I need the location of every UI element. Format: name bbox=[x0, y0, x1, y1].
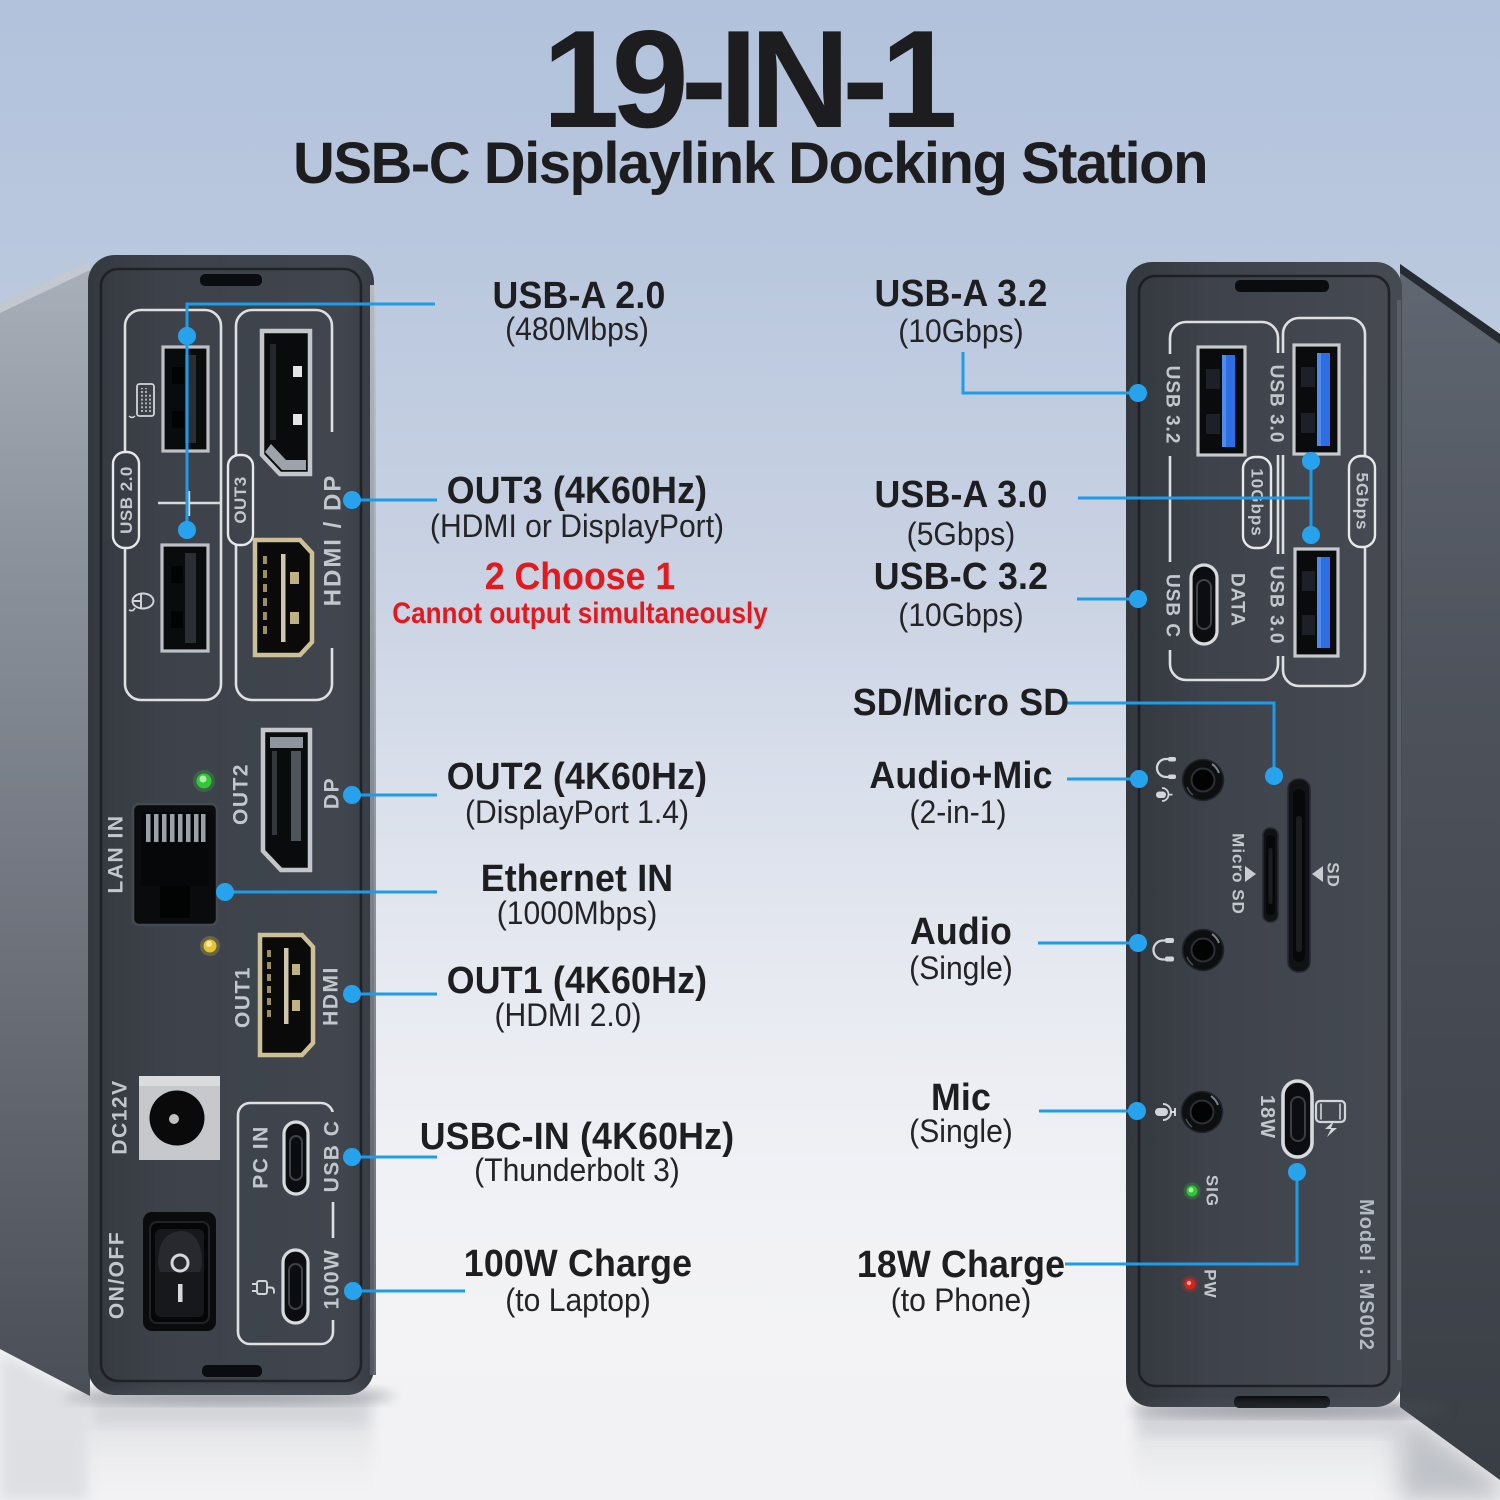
svg-text:LAN IN: LAN IN bbox=[105, 815, 128, 894]
svg-text:Micro SD: Micro SD bbox=[1229, 833, 1248, 915]
svg-text:OUT1: OUT1 bbox=[232, 966, 255, 1028]
svg-text:OUT2: OUT2 bbox=[230, 763, 253, 825]
svg-text:100W: 100W bbox=[321, 1249, 344, 1310]
svg-text:5Gbps: 5Gbps bbox=[1353, 473, 1372, 531]
svg-text:HDMI: HDMI bbox=[320, 966, 343, 1026]
svg-text:DATA: DATA bbox=[1227, 573, 1248, 627]
svg-text:USB 2.0: USB 2.0 bbox=[117, 466, 136, 534]
svg-text:HDMI / DP: HDMI / DP bbox=[320, 474, 347, 607]
svg-text:DP: DP bbox=[321, 777, 344, 809]
svg-text:ON/OFF: ON/OFF bbox=[106, 1231, 129, 1319]
svg-text:PW: PW bbox=[1201, 1269, 1220, 1298]
svg-text:USB 3.0: USB 3.0 bbox=[1266, 566, 1287, 645]
svg-text:18W: 18W bbox=[1256, 1095, 1278, 1139]
svg-text:USB 3.0: USB 3.0 bbox=[1266, 365, 1287, 444]
svg-text:SIG: SIG bbox=[1203, 1175, 1222, 1207]
svg-text:USB 3.2: USB 3.2 bbox=[1162, 366, 1183, 445]
svg-text:DC12V: DC12V bbox=[109, 1079, 132, 1154]
svg-text:OUT3: OUT3 bbox=[231, 476, 250, 523]
svg-text:USB C: USB C bbox=[321, 1120, 344, 1193]
svg-text:SD: SD bbox=[1324, 862, 1343, 888]
svg-text:Model : MS002: Model : MS002 bbox=[1355, 1199, 1377, 1351]
svg-text:10Gbps: 10Gbps bbox=[1248, 468, 1267, 536]
svg-text:PC IN: PC IN bbox=[250, 1125, 273, 1189]
svg-text:USB C: USB C bbox=[1162, 574, 1183, 638]
